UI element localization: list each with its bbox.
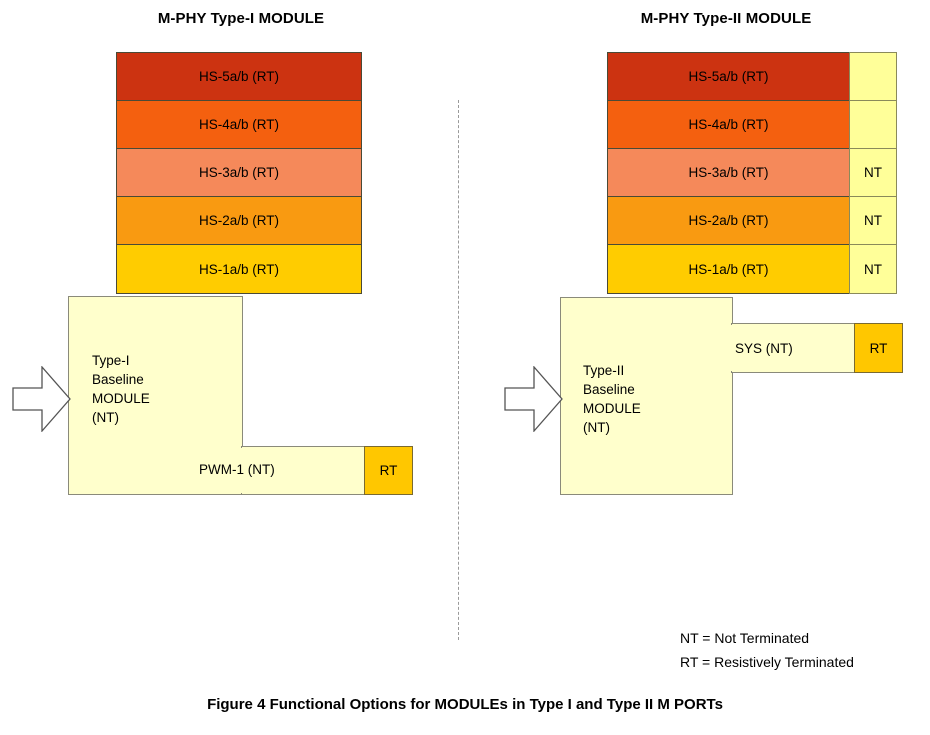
lane-bar-hs3-type-ii: HS-3a/b (RT) bbox=[607, 148, 850, 197]
legend-line-rt: RT = Resistively Terminated bbox=[680, 654, 854, 670]
lane-bar-hs2-type-i: HS-2a/b (RT) bbox=[116, 196, 362, 245]
input-arrow-type-ii bbox=[504, 366, 563, 432]
lane-side-hs5-type-ii bbox=[849, 52, 897, 101]
lane-side-hs3-type-ii: NT bbox=[849, 148, 897, 197]
lane-side-hs4-type-ii bbox=[849, 100, 897, 149]
baseline-module-label-type-ii: Type-II Baseline MODULE (NT) bbox=[583, 363, 641, 435]
lane-bar-hs4-type-i: HS-4a/b (RT) bbox=[116, 100, 362, 149]
lane-label: HS-3a/b (RT) bbox=[688, 165, 769, 180]
lane-label: HS-2a/b (RT) bbox=[198, 213, 280, 228]
lane-label: HS-2a/b (RT) bbox=[688, 213, 769, 228]
arm-terminator-type-ii: RT bbox=[854, 323, 903, 373]
arm-terminator-type-i: RT bbox=[364, 446, 413, 495]
lane-label: HS-1a/b (RT) bbox=[198, 261, 280, 277]
panel-divider bbox=[458, 100, 459, 640]
lane-label: HS-4a/b (RT) bbox=[688, 117, 769, 132]
module-seam-type-ii bbox=[731, 325, 735, 371]
lane-side-label: NT bbox=[864, 261, 882, 277]
lane-bar-hs3-type-i: HS-3a/b (RT) bbox=[116, 148, 362, 197]
legend-line-nt: NT = Not Terminated bbox=[680, 630, 810, 646]
lane-label: HS-5a/b (RT) bbox=[688, 69, 769, 84]
baseline-module-body-type-i bbox=[68, 296, 243, 495]
lane-label: HS-5a/b (RT) bbox=[198, 69, 280, 84]
lane-bar-hs1-type-ii: HS-1a/b (RT) bbox=[607, 244, 850, 294]
rt-label: RT bbox=[869, 340, 888, 356]
panel-title-type-i: M-PHY Type-I MODULE bbox=[157, 10, 325, 27]
lane-label: HS-1a/b (RT) bbox=[688, 261, 769, 277]
input-arrow-type-i bbox=[12, 366, 71, 432]
arm-label-type-i: PWM-1 (NT) bbox=[199, 462, 275, 477]
panel-title-type-ii: M-PHY Type-II MODULE bbox=[640, 10, 812, 27]
lane-label: HS-4a/b (RT) bbox=[198, 117, 280, 132]
lane-side-label: NT bbox=[864, 165, 882, 180]
figure-caption: Figure 4 Functional Options for MODULEs … bbox=[207, 696, 723, 713]
rt-label: RT bbox=[379, 463, 398, 478]
lane-side-hs1-type-ii: NT bbox=[849, 244, 897, 294]
lane-side-hs2-type-ii: NT bbox=[849, 196, 897, 245]
baseline-module-body-type-ii bbox=[560, 297, 733, 495]
lane-bar-hs4-type-ii: HS-4a/b (RT) bbox=[607, 100, 850, 149]
lane-bar-hs1-type-i: HS-1a/b (RT) bbox=[116, 244, 362, 294]
lane-label: HS-3a/b (RT) bbox=[198, 165, 280, 180]
lane-side-label: NT bbox=[864, 213, 882, 228]
baseline-module-label-type-i: Type-I Baseline MODULE (NT) bbox=[92, 353, 150, 425]
lane-bar-hs2-type-ii: HS-2a/b (RT) bbox=[607, 196, 850, 245]
lane-bar-hs5-type-i: HS-5a/b (RT) bbox=[116, 52, 362, 101]
lane-bar-hs5-type-ii: HS-5a/b (RT) bbox=[607, 52, 850, 101]
arm-label-type-ii: SYS (NT) bbox=[735, 341, 793, 356]
module-seam-type-i bbox=[241, 448, 245, 493]
baseline-module-arm-type-i bbox=[241, 446, 365, 495]
